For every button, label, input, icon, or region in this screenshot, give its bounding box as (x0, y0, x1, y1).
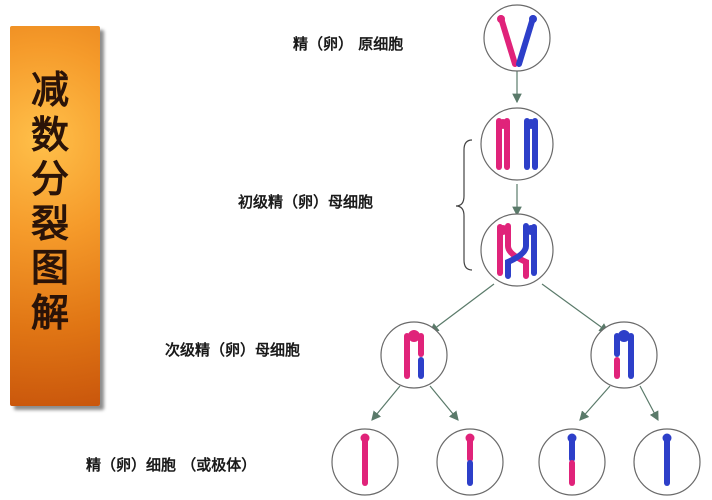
arrow-8 (639, 385, 659, 422)
diagram-title: 减数分裂图解 (30, 67, 69, 335)
cell-secondary-1 (380, 321, 448, 389)
cell-gamete-4 (633, 428, 701, 496)
arrow-3 (429, 283, 495, 333)
label-gamete-cell: 精（卵）细胞 （或极体） (86, 456, 257, 474)
cell-primary-2 (480, 213, 554, 287)
cell-spermatogonium (483, 4, 551, 72)
arrow-7 (579, 385, 611, 421)
label-primary-cell: 初级精（卵）母细胞 (238, 193, 374, 211)
cell-secondary-2 (590, 321, 658, 389)
cell-gamete-1 (331, 428, 399, 496)
arrow-6 (429, 385, 459, 421)
label-spermatogonium: 精（卵） 原细胞 (293, 35, 404, 53)
label-secondary-cell: 次级精（卵）母细胞 (165, 341, 301, 359)
cell-primary-1 (480, 107, 554, 181)
arrow-5 (371, 385, 401, 421)
cell-gamete-3 (538, 428, 606, 496)
title-banner (10, 26, 100, 406)
primary-brace (455, 139, 473, 271)
arrow-4 (541, 283, 609, 333)
cell-gamete-2 (436, 428, 504, 496)
